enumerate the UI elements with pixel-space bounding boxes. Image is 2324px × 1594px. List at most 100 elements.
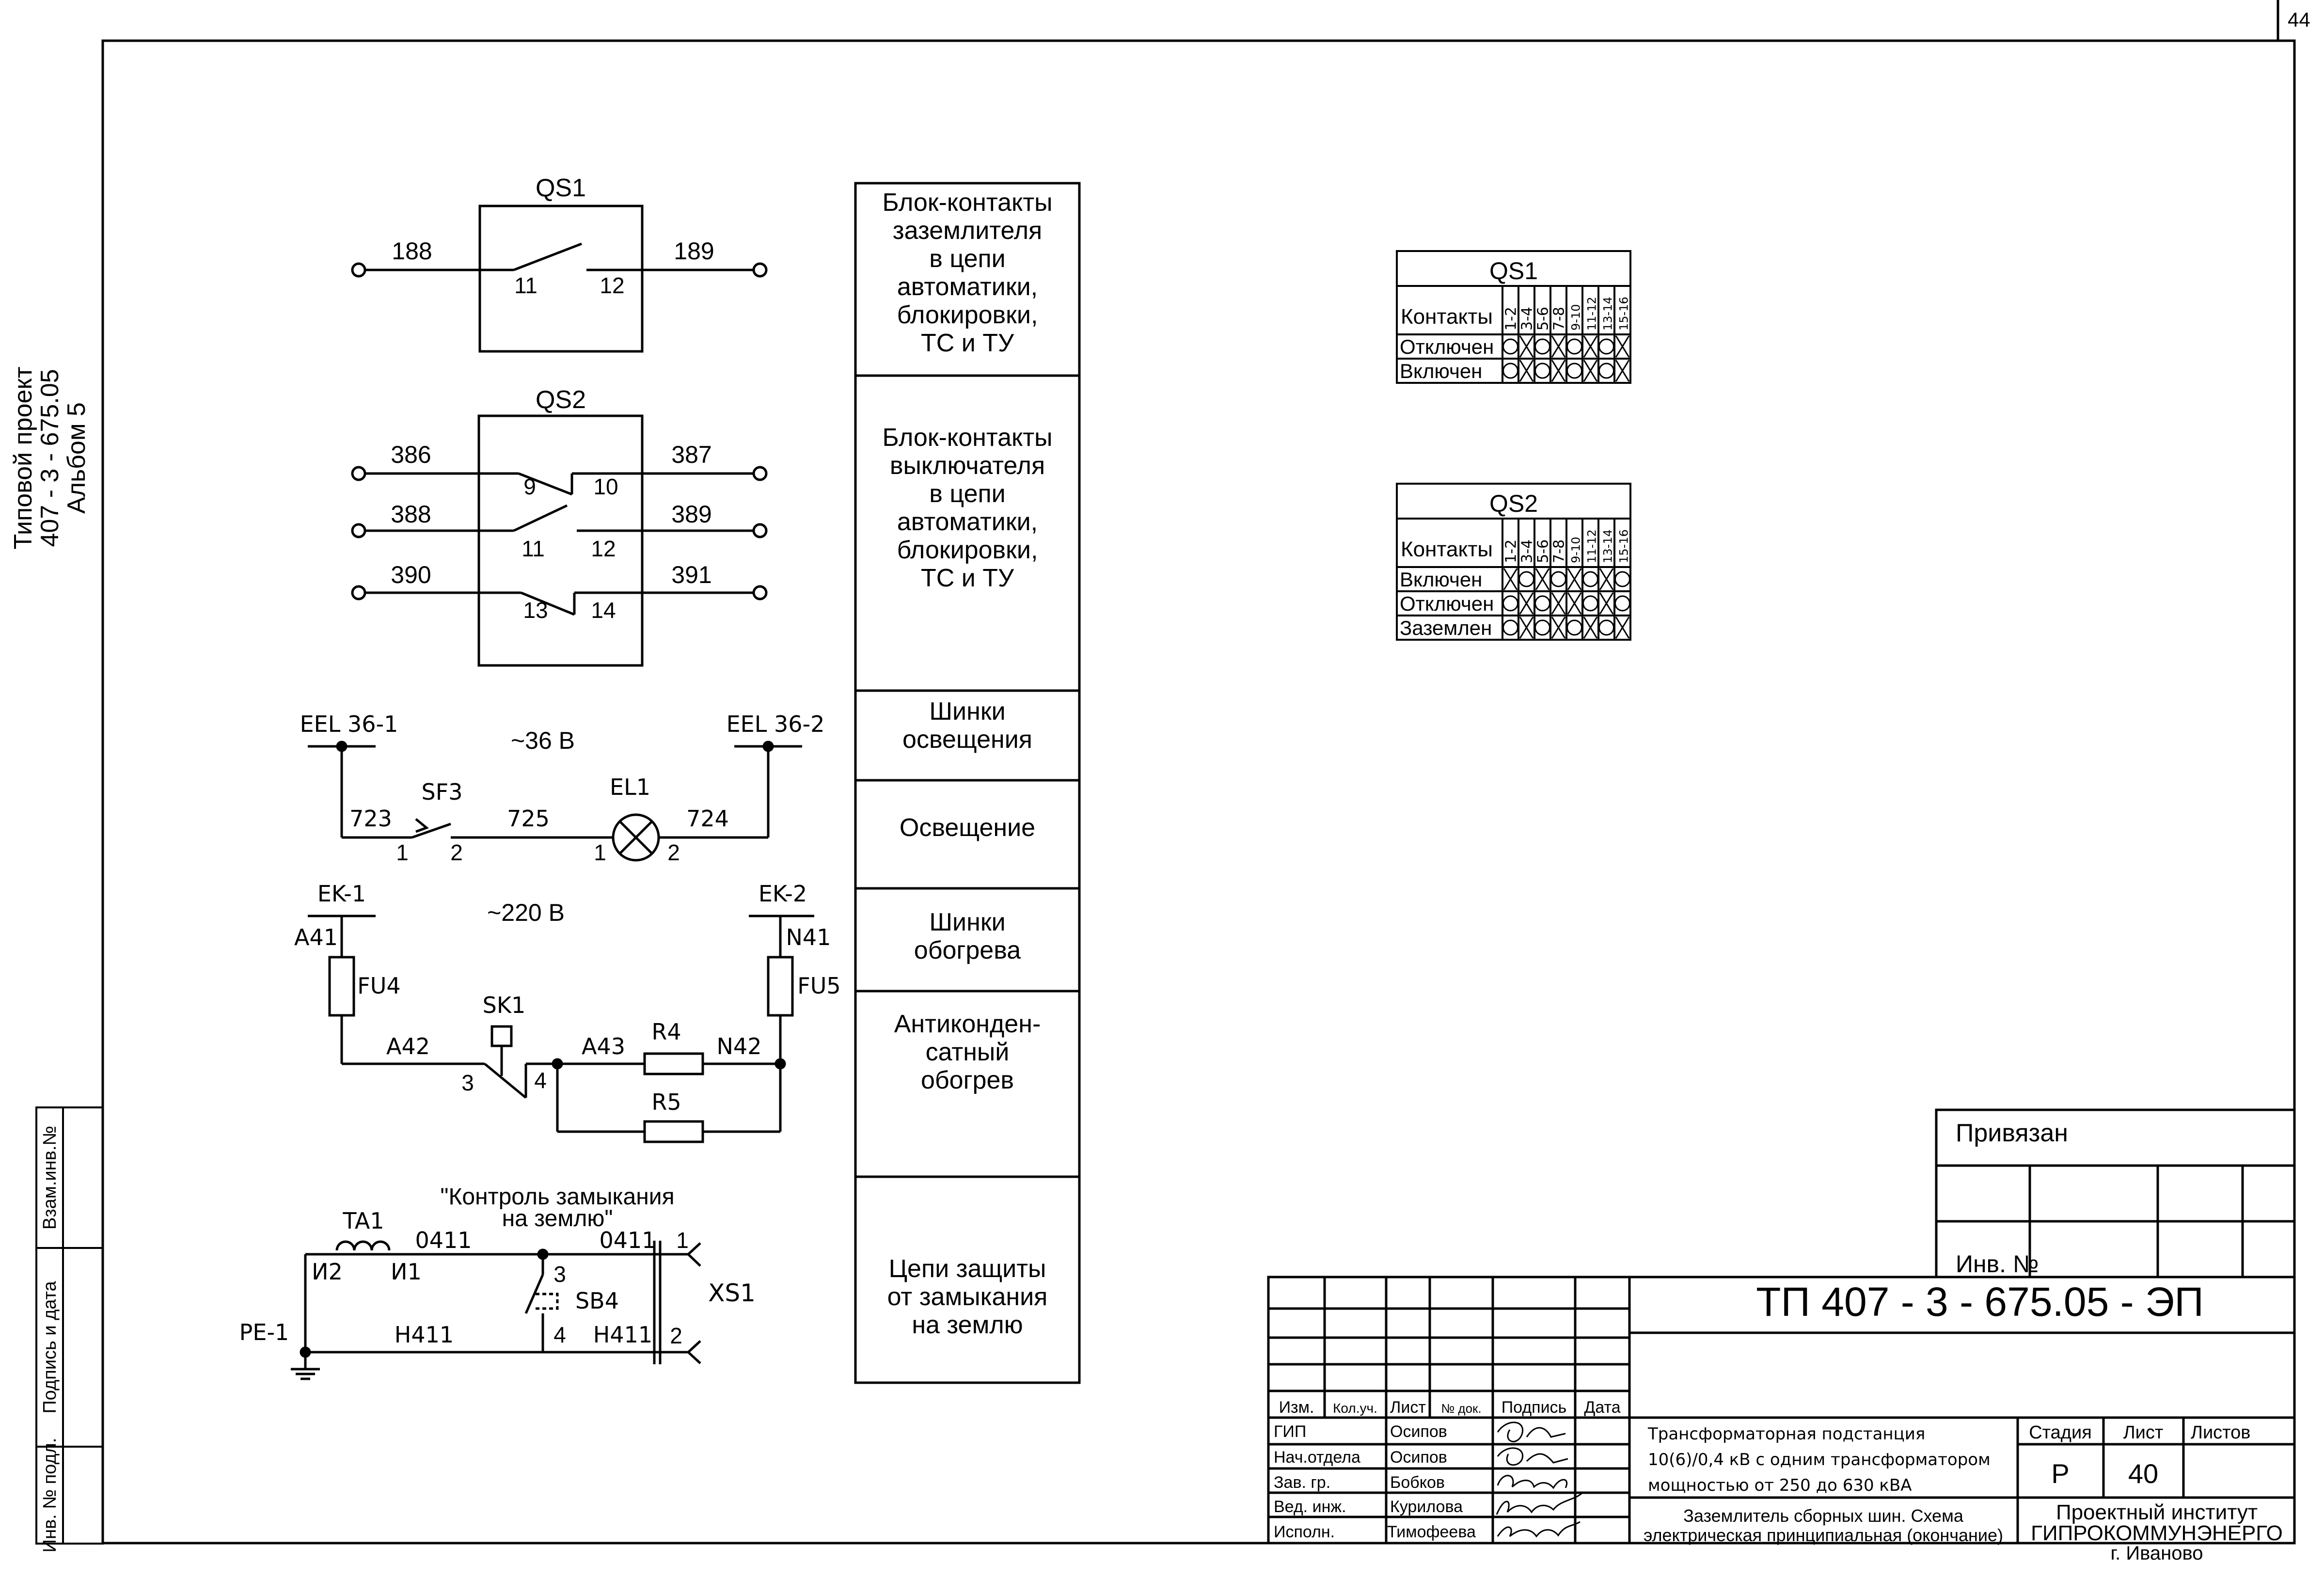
wire-n42: N42 <box>717 1033 762 1059</box>
role-zav: Зав. гр. <box>1274 1473 1330 1492</box>
legend-cell-2-line: ТС и ТУ <box>921 564 1014 592</box>
contact-table-row-label: Отключен <box>1400 592 1494 615</box>
sf3-pin1: 1 <box>396 840 409 865</box>
name-gip: Осипов <box>1390 1422 1447 1441</box>
fu5-label: FU5 <box>797 973 840 999</box>
contact-table-column-label: 15-16 <box>1617 297 1631 331</box>
contact-state-open-mark <box>1551 616 1566 639</box>
sf3-pin2: 2 <box>450 840 463 865</box>
legend-cell-7-line: на землю <box>912 1311 1023 1339</box>
lighting-voltage: ~36 В <box>511 727 575 754</box>
sk1-pin3: 3 <box>461 1070 474 1095</box>
project-line1: Трансформаторная подстанция <box>1647 1424 1925 1444</box>
contact-state-open-mark <box>1535 568 1550 590</box>
org-line1: Проектный институт <box>2056 1500 2258 1524</box>
contact-state-open-mark <box>1615 360 1630 382</box>
legend-cell-1-line: блокировки, <box>897 301 1038 329</box>
heating-bus-right: EK-2 <box>759 881 807 907</box>
attached-label: Привязан <box>1956 1119 2068 1147</box>
fu4-label: FU4 <box>357 973 400 999</box>
contact-table-title: QS1 <box>1489 257 1538 284</box>
contact-state-open-mark <box>1599 592 1614 615</box>
heating-voltage: ~220 В <box>487 899 565 926</box>
sheet-label: Лист <box>2123 1422 2164 1443</box>
contact-state-closed-mark <box>1502 619 1518 636</box>
contact-table-column-label: 1-2 <box>1503 539 1520 563</box>
side-stamp <box>35 1106 104 1545</box>
qs2-wire-391: 391 <box>671 561 711 588</box>
contact-state-closed-mark <box>1534 595 1550 612</box>
qs2-contact-11: 11 <box>522 536 545 561</box>
contact-state-closed-mark <box>1518 571 1534 587</box>
contact-table-column-label: 1-2 <box>1503 307 1520 331</box>
contact-table-row-label: Заземлен <box>1400 616 1492 639</box>
contact-state-closed-mark <box>1502 338 1518 355</box>
side-title-line3: Альбом 5 <box>63 402 91 514</box>
corner-sheet-number: 44 <box>2288 8 2310 31</box>
name-zav: Бобков <box>1390 1473 1445 1492</box>
contact-state-closed-mark <box>1598 338 1614 355</box>
qs1-label: QS1 <box>536 174 586 202</box>
contact-state-closed-mark <box>1502 363 1518 379</box>
qs1-wire-right: 189 <box>674 237 714 265</box>
legend-cell-5-line: Шинки <box>929 908 1005 936</box>
sheet-frame <box>101 0 2296 1545</box>
project-line3: мощностью от 250 до 630 кВА <box>1648 1476 1912 1495</box>
sk1-pin4: 4 <box>534 1068 547 1093</box>
legend-cell-2-line: выключателя <box>890 452 1045 480</box>
wire-0411-left: 0411 <box>415 1227 472 1253</box>
contact-table-row-label: Включен <box>1400 568 1482 591</box>
contact-state-open-mark <box>1551 335 1566 358</box>
role-ispoln: Исполн. <box>1274 1523 1335 1541</box>
contact-table-row-label: Включен <box>1400 360 1482 382</box>
contact-state-open-mark <box>1599 568 1614 590</box>
qs2-wire-388: 388 <box>391 501 431 528</box>
contact-state-closed-mark <box>1502 595 1518 612</box>
legend-cell-4-line: Освещение <box>900 814 1035 842</box>
contact-state-closed-mark <box>1614 595 1630 612</box>
name-ved: Курилова <box>1390 1498 1463 1516</box>
contact-state-open-mark <box>1551 360 1566 382</box>
qs1-contact-left: 11 <box>514 273 538 298</box>
wire-a42: A42 <box>386 1033 430 1059</box>
earth-fault-title-1: "Контроль замыкания <box>440 1184 674 1210</box>
contact-state-closed-mark <box>1566 619 1582 636</box>
name-ispoln: Тимофеева <box>1387 1523 1476 1541</box>
qs1-wire-left: 188 <box>392 237 432 265</box>
heating-circuit <box>308 915 814 1143</box>
xs1-pin1: 1 <box>676 1228 689 1253</box>
contact-table-column-label: 13-14 <box>1601 297 1615 331</box>
wire-723: 723 <box>349 805 392 832</box>
role-ved: Вед. инж. <box>1274 1498 1346 1516</box>
contact-state-open-mark <box>1551 592 1566 615</box>
contact-table-column-label: 3-4 <box>1519 539 1536 563</box>
contact-state-closed-mark <box>1534 363 1550 379</box>
qs2-wire-387: 387 <box>671 441 711 468</box>
r5-label: R5 <box>651 1089 681 1115</box>
el1-pin2: 2 <box>667 840 680 865</box>
contact-state-open-mark <box>1583 360 1598 382</box>
hdr-kolych: Кол.уч. <box>1333 1401 1377 1416</box>
qs2-contact-10: 10 <box>593 474 618 499</box>
contact-table-column-label: 15-16 <box>1617 529 1631 563</box>
sb4-pin3: 3 <box>553 1262 566 1287</box>
contact-state-closed-mark <box>1566 363 1582 379</box>
legend-cell-7-line: от замыкания <box>887 1283 1048 1311</box>
sb4-pin4: 4 <box>553 1322 566 1347</box>
lighting-bus-right: EEL 36-2 <box>727 711 825 737</box>
side-stamp-sign-date: Подпись и дата <box>40 1280 60 1413</box>
legend-cell-1-line: автоматики, <box>897 273 1038 301</box>
org-line2: ГИПРОКОММУНЭНЕРГО <box>2031 1521 2283 1545</box>
legend-cell-1-line: в цепи <box>929 245 1005 273</box>
sheet-no-value: 40 <box>2128 1458 2158 1489</box>
qs2-block <box>351 414 768 667</box>
contact-table-column-label: 7-8 <box>1551 539 1568 563</box>
contact-state-closed-mark <box>1534 338 1550 355</box>
signatures <box>1496 1421 1583 1538</box>
legend-cell-2-line: Блок-контакты <box>882 424 1052 452</box>
legend-cell-7-line: Цепи защиты <box>889 1255 1046 1283</box>
pe1-label: PE-1 <box>239 1319 289 1345</box>
ta1-label: TA1 <box>342 1208 384 1234</box>
